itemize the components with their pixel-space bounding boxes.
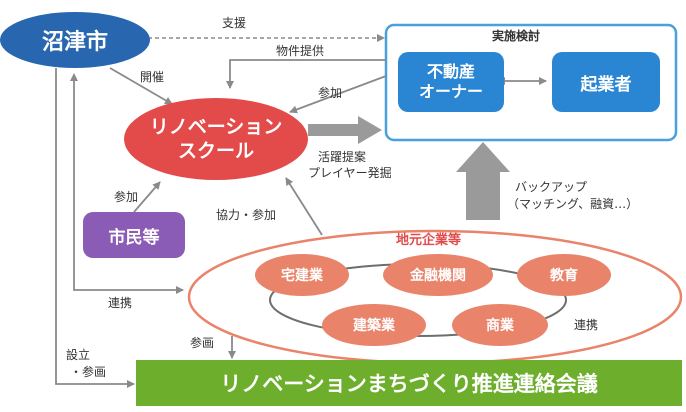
host-label: 開催 [140,70,165,84]
owner-label-1: 不動産 [426,62,475,81]
entrepreneur-label: 起業者 [580,74,632,95]
active-players-label-2: プレイヤー発掘 [308,166,392,180]
owner-participate-label: 参加 [318,86,343,100]
citizens-participate-label: 参加 [114,190,139,204]
owner-participate-arrow [289,75,387,114]
implementation-title: 実施検討 [492,29,541,43]
citizens-label: 市民等 [108,227,160,248]
firms-link-label: 連携 [574,318,599,332]
establish-label-2: ・参画 [70,365,107,379]
company-real-estate: 宅建業 [255,254,349,296]
local-firms-ellipse [187,229,683,365]
owner-label-2: オーナー [418,82,483,101]
cooperate-label: 協力・参加 [216,208,277,222]
company-education-label: 教育 [550,268,578,284]
council-label: リノベーションまちづくり推進連絡会議 [220,372,598,396]
backup-label-1: バックアップ [515,180,588,194]
citizens-node: 市民等 [83,212,185,258]
company-finance-label: 金融機関 [410,268,466,284]
owner-node: 不動産 オーナー [398,52,504,112]
establish-arrow [55,68,135,388]
city-firms-link-arrow [70,73,184,294]
company-commerce: 商業 [452,304,548,346]
city-node: 沼津市 [0,12,150,68]
cooperate-arrow [285,177,323,236]
school-node: リノベーション スクール [124,98,308,180]
company-construction-label: 建築業 [353,318,395,334]
establish-label-1: 設立 [66,348,91,362]
entrepreneur-node: 起業者 [552,52,660,112]
property-arrow [226,59,386,89]
backup-arrow [456,142,510,220]
property-label: 物件提供 [276,44,325,58]
support-label: 支援 [222,16,247,30]
company-education: 教育 [517,254,611,296]
company-real-estate-label: 宅建業 [281,268,323,284]
company-finance: 金融機関 [383,254,493,296]
join-label: 参画 [190,336,215,350]
local-firms-title: 地元企業等 [396,233,462,248]
company-commerce-label: 商業 [486,318,514,334]
active-players-label-1: 活躍提案 [318,150,367,164]
city-link-label: 連携 [108,296,133,310]
school-to-implementation-arrow [308,116,382,144]
company-construction: 建築業 [322,304,426,346]
council-node: リノベーションまちづくり推進連絡会議 [136,360,682,406]
school-label-1: リノベーション [149,116,283,138]
city-label: 沼津市 [41,30,108,55]
school-label-2: スクール [177,140,254,162]
backup-label-2: （マッチング、融資…） [507,197,639,211]
